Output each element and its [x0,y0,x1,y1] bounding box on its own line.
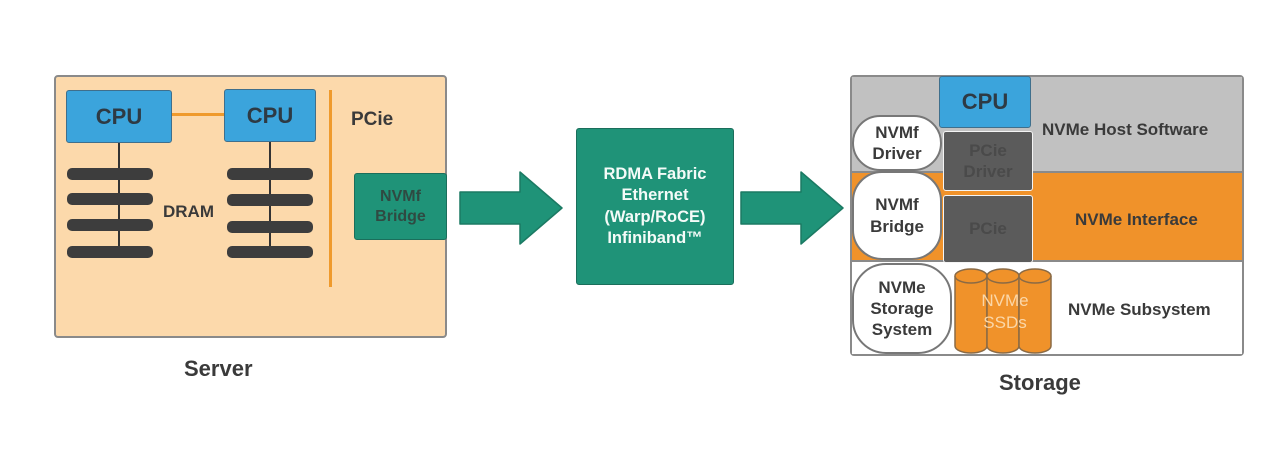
server-cpu-left-label: CPU [95,103,143,129]
nvmf-driver-line2: Driver [872,144,922,163]
nvme-subsystem-label: NVMe Subsystem [1068,300,1211,319]
server-cpu-left: CPU [66,90,172,143]
nvmf-bridge-pill: NVMf Bridge [852,171,942,260]
dram-module [227,246,313,258]
fabric-line1: RDMA Fabric [603,165,707,184]
dram-module [227,221,313,233]
nvme-storage-system-pill: NVMe Storage System [852,263,952,354]
ssds-label: NVMe SSDs [953,290,1057,334]
storage-caption: Storage [999,370,1081,395]
server-cpu-right-label: CPU [246,102,294,128]
ssd-cylinder-top [954,268,988,284]
ssds-line1: NVMe [981,291,1029,310]
ssd-cylinder [954,276,988,354]
dram-module [67,246,153,258]
server-cpu-right: CPU [224,89,316,142]
fabric-line2: Ethernet [621,186,689,205]
nvme-interface-label: NVMe Interface [1075,210,1198,229]
cpu-interconnect [172,113,224,116]
dram-module [227,194,313,206]
nvmf-bridge-line2: Bridge [870,216,924,236]
pcie-driver-box: PCie Driver [943,131,1033,191]
ssd-cylinder-top [1018,268,1052,284]
nvmf-driver-line1: NVMf [875,122,919,142]
storage-system-line1: NVMe [878,277,926,297]
pcie-driver-line1: PCie [969,140,1007,160]
pcie-label: PCie [969,219,1007,239]
dram-label: DRAM [163,202,214,221]
ssd-cylinders-icon [954,268,1052,354]
fabric-line4: Infiniband™ [607,228,703,247]
rdma-fabric-box: RDMA Fabric Ethernet (Warp/RoCE) Infinib… [576,128,734,285]
host-software-label: NVMe Host Software [1042,120,1209,139]
pcie-bus [329,90,332,287]
server-bridge-line2: Bridge [375,207,426,225]
server-caption: Server [184,356,253,381]
storage-system-line3: System [871,320,933,340]
storage-system-line2: Storage [870,298,934,318]
arrow-right-icon [740,171,844,245]
nvmf-driver-pill: NVMf Driver [852,115,942,171]
arrow-right-icon [459,171,563,245]
pcie-driver-line2: Driver [963,162,1013,181]
storage-cpu: CPU [939,76,1031,128]
ssds-line2: SSDs [983,313,1027,333]
dram-module [67,193,153,205]
dram-module [227,168,313,180]
storage-cpu-label: CPU [961,89,1009,114]
server-nvmf-bridge: NVMf Bridge [354,173,447,240]
server-bridge-line1: NVMf [380,188,421,206]
ssd-cylinder [1018,276,1052,354]
nvmf-bridge-line1: NVMf [875,195,919,215]
pcie-box: PCie [943,195,1033,263]
fabric-line3: (Warp/RoCE) [604,207,706,226]
pcie-label: PCie [351,109,394,130]
ssd-cylinder-top [986,268,1020,284]
ssd-cylinder [986,276,1020,354]
dram-module [67,168,153,180]
dram-module [67,219,153,231]
